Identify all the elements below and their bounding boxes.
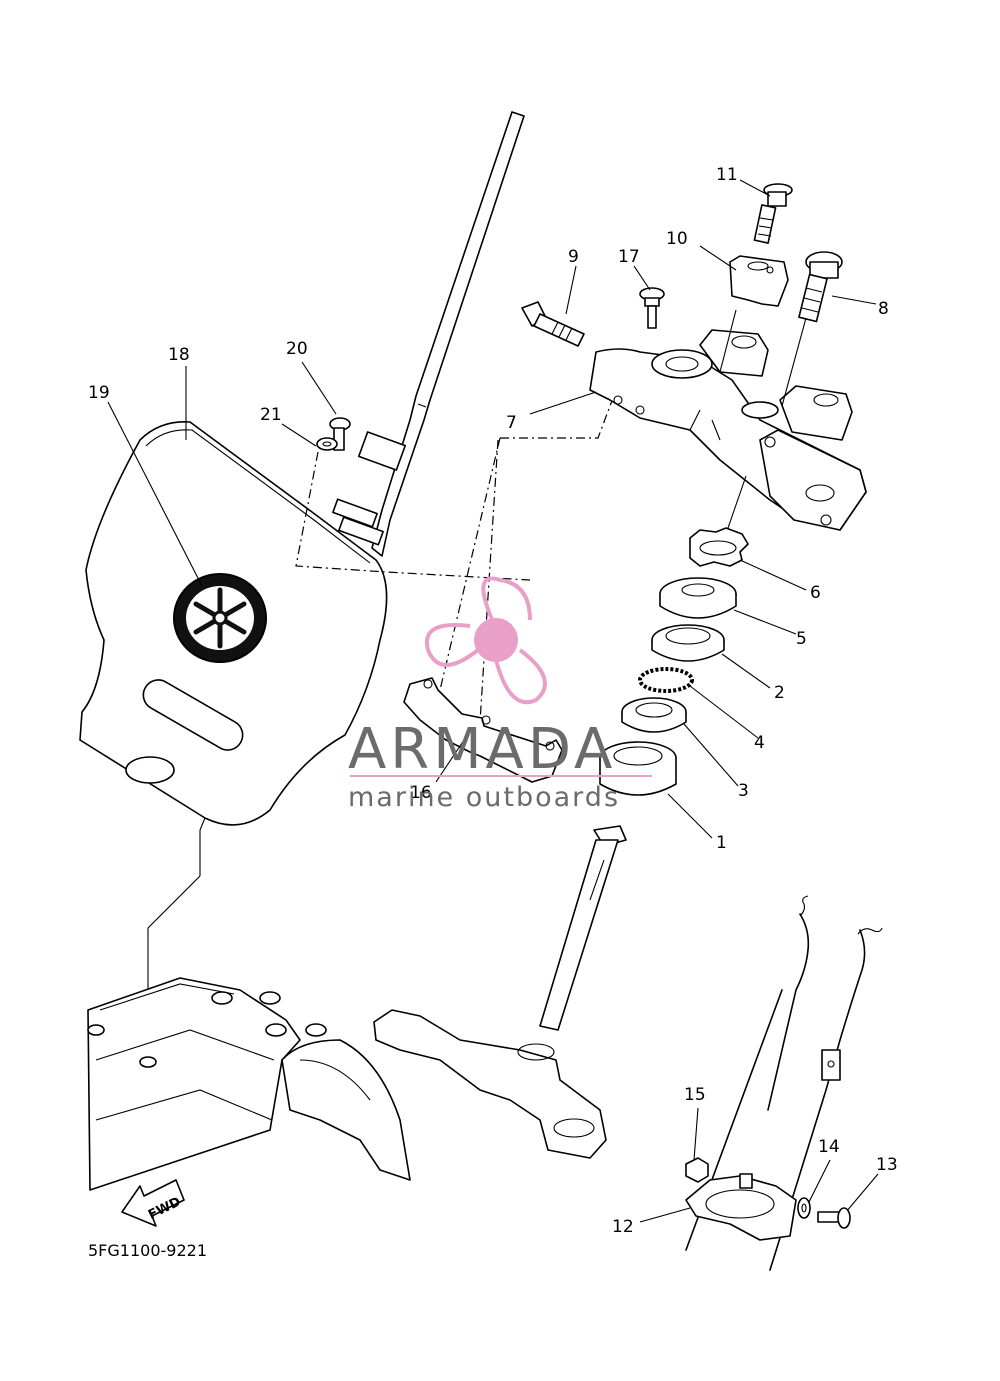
armada-watermark: ARMADA marine outboards (348, 576, 652, 813)
steering-stem (373, 825, 627, 1159)
bolt-13 (817, 1207, 851, 1229)
callout-numbers: 11 10 9 17 8 7 6 5 2 4 3 1 16 18 19 20 2… (88, 165, 898, 1237)
yamaha-emblem (173, 573, 267, 663)
race-2 (651, 624, 725, 662)
bearing-3 (621, 697, 687, 733)
watermark-tagline: marine outboards (348, 782, 620, 813)
callout-20: 20 (286, 339, 308, 359)
callout-6: 6 (810, 583, 821, 603)
bolt-11 (753, 183, 793, 244)
callout-5: 5 (796, 629, 807, 649)
ball-ring-4 (638, 667, 694, 693)
callout-12: 12 (612, 1217, 634, 1237)
leader-lines (107, 179, 879, 1223)
callout-1: 1 (716, 833, 727, 853)
washer-5 (659, 577, 737, 619)
callout-21: 21 (260, 405, 282, 425)
callout-14: 14 (818, 1137, 840, 1157)
callout-19: 19 (88, 383, 110, 403)
callout-8: 8 (878, 299, 889, 319)
clamp-cap-10 (729, 255, 789, 307)
callout-10: 10 (666, 229, 688, 249)
bolt-17 (639, 287, 665, 329)
front-fender (87, 977, 411, 1191)
diagram-code: 5FG1100-9221 (88, 1241, 207, 1260)
bolt-8 (798, 251, 843, 323)
callout-7: 7 (506, 413, 517, 433)
watermark-brand: ARMADA (348, 717, 616, 782)
ring-nut-6 (689, 527, 749, 567)
upper-bracket (589, 329, 867, 531)
callout-18: 18 (168, 345, 190, 365)
fwd-arrow: FWD (121, 1179, 185, 1227)
bracket-16 (403, 677, 563, 783)
callout-4: 4 (754, 733, 765, 753)
callout-11: 11 (716, 165, 738, 185)
nut-15 (685, 1157, 709, 1183)
callout-3: 3 (738, 781, 749, 801)
callout-2: 2 (774, 683, 785, 703)
washer-14 (797, 1197, 811, 1219)
callout-16: 16 (410, 783, 432, 803)
clamp-12 (685, 1173, 797, 1241)
fork-tube (685, 895, 883, 1271)
propeller-logo (424, 576, 547, 705)
callout-17: 17 (618, 247, 640, 267)
callout-13: 13 (876, 1155, 898, 1175)
washer-21 (316, 437, 338, 451)
callout-15: 15 (684, 1085, 706, 1105)
bolt-9 (521, 301, 585, 347)
callout-9: 9 (568, 247, 579, 267)
